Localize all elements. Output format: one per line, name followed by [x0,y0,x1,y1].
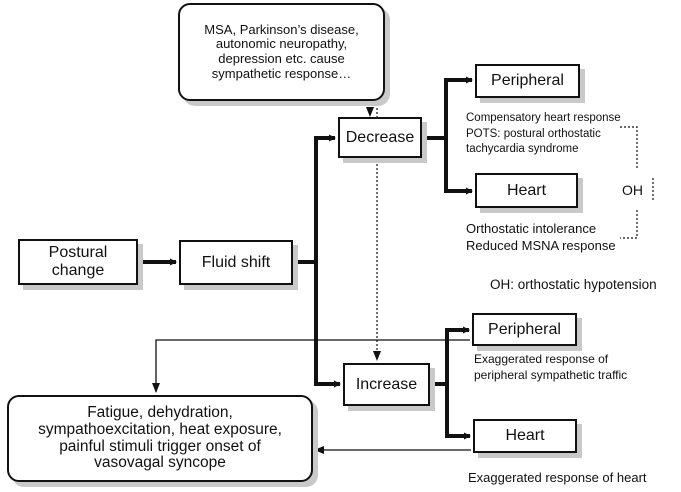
cause-box: MSA, Parkinson’s disease, autonomic neur… [178,3,385,101]
heart-bottom-text: Heart [505,427,545,445]
compensatory-annotation: Compensatory heart response [466,112,621,124]
intolerance-annotation: Orthostatic intolerance [466,221,597,236]
pots-annotation: POTS: postural orthostatic tachycardia s… [466,128,601,155]
syncope-text: Fatigue, dehydration, sympathoexcitation… [38,404,282,472]
exaggerated-heart-annotation: Exaggerated response of heart [468,470,647,485]
increase-box: Increase [343,363,430,406]
oh-bracket [620,126,654,239]
heart-top-text: Heart [506,181,547,199]
cause-text: MSA, Parkinson’s disease, autonomic neur… [204,21,359,81]
msna-annotation: Reduced MSNA response [466,238,616,253]
arrow-increase-to-peripheral [430,326,470,386]
heart-bottom-box: Heart [473,419,577,453]
postural-change-box: Postural change [18,239,138,285]
fluid-shift-text: Fluid shift [201,253,271,271]
arrow-fluid-to-decrease [293,134,336,264]
arrow-fluid-to-increase [314,262,341,388]
peripheral-bottom-text: Peripheral [488,320,561,338]
peripheral-top-box: Peripheral [475,64,580,98]
decrease-text: Decrease [345,128,415,146]
increase-text: Increase [355,375,418,393]
decrease-box: Decrease [338,117,422,158]
arrow-increase-to-heart [445,384,471,440]
postural-change-text: Postural change [48,244,108,279]
oh-label: OH [622,182,643,198]
exaggerated-peripheral-annotation: Exaggerated response of peripheral sympa… [474,352,628,382]
arrow-decrease-to-heart [444,138,473,195]
peripheral-bottom-box: Peripheral [472,313,577,346]
arrow-decrease-to-peripheral [422,76,473,140]
fluid-shift-box: Fluid shift [179,240,293,285]
syncope-box: Fatigue, dehydration, sympathoexcitation… [7,395,313,482]
peripheral-top-text: Peripheral [491,72,564,90]
arrow-peripheral-to-syncope [152,339,470,393]
oh-definition: OH: orthostatic hypotension [490,277,657,292]
heart-top-box: Heart [475,173,578,208]
